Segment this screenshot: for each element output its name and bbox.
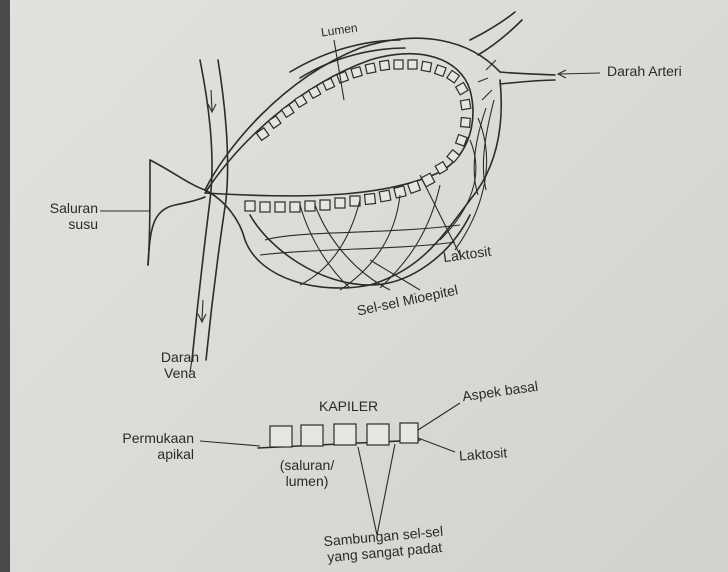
venous-blood-label-line2: Vena (145, 365, 215, 381)
lactocyte-cells-bottom (245, 173, 435, 212)
apical-surface-label: Permukaan apikal (88, 430, 194, 462)
arterial-vessels (290, 12, 555, 195)
venous-blood-label: Darah Vena (145, 349, 215, 381)
alveolus-illustration (100, 12, 600, 372)
venous-vessel (192, 60, 228, 360)
milk-duct-label-line2: susu (30, 216, 98, 232)
milk-duct (148, 160, 205, 265)
milk-duct-label: Saluran susu (30, 200, 98, 232)
schematic-cells (270, 423, 418, 447)
leader-basal (418, 403, 460, 430)
apical-surface-label-line1: Permukaan (88, 430, 194, 446)
apical-surface-label-line2: apikal (88, 446, 194, 462)
leader-schematic-lactocyte (418, 438, 455, 452)
venous-blood-label-line1: Darah (145, 349, 215, 365)
capillary-label: KAPILER (319, 398, 378, 414)
lumen-duct-label: (saluran/ lumen) (263, 457, 351, 489)
leader-arterial (560, 73, 600, 74)
lumen-duct-label-line1: (saluran/ (263, 457, 351, 473)
leader-apical (200, 441, 260, 446)
leader-junction (358, 444, 395, 535)
arterial-blood-label: Darah Arteri (607, 63, 682, 79)
schematic-lactocyte-label: Laktosit (458, 444, 507, 463)
milk-duct-label-line1: Saluran (30, 200, 98, 216)
lumen-duct-label-line2: lumen) (263, 473, 351, 489)
lactocyte-cells-top (256, 60, 470, 174)
